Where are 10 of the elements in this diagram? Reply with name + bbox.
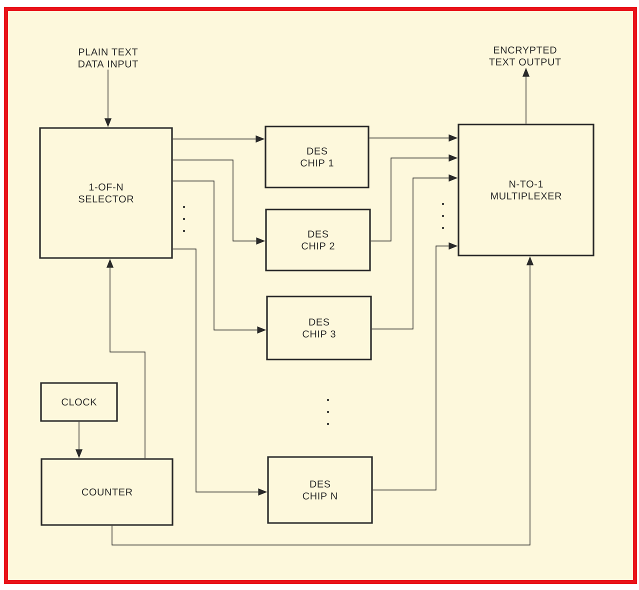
io-label: PLAIN TEXT DATA INPUT — [78, 48, 138, 68]
io-label: ENCRYPTED TEXT OUTPUT — [489, 46, 561, 66]
selector-box: 1-OF-N SELECTOR — [39, 127, 173, 259]
multiplexer-box: N-TO-1 MULTIPLEXER — [458, 124, 594, 256]
counter-box: COUNTER — [40, 458, 174, 526]
chip-box: DES CHIP 1 — [264, 126, 370, 188]
clock-box: CLOCK — [40, 382, 118, 422]
chip-box: DES CHIP 3 — [266, 296, 372, 360]
chip-box: DES CHIP 2 — [265, 208, 371, 272]
chip-box: DES CHIP N — [267, 456, 373, 524]
